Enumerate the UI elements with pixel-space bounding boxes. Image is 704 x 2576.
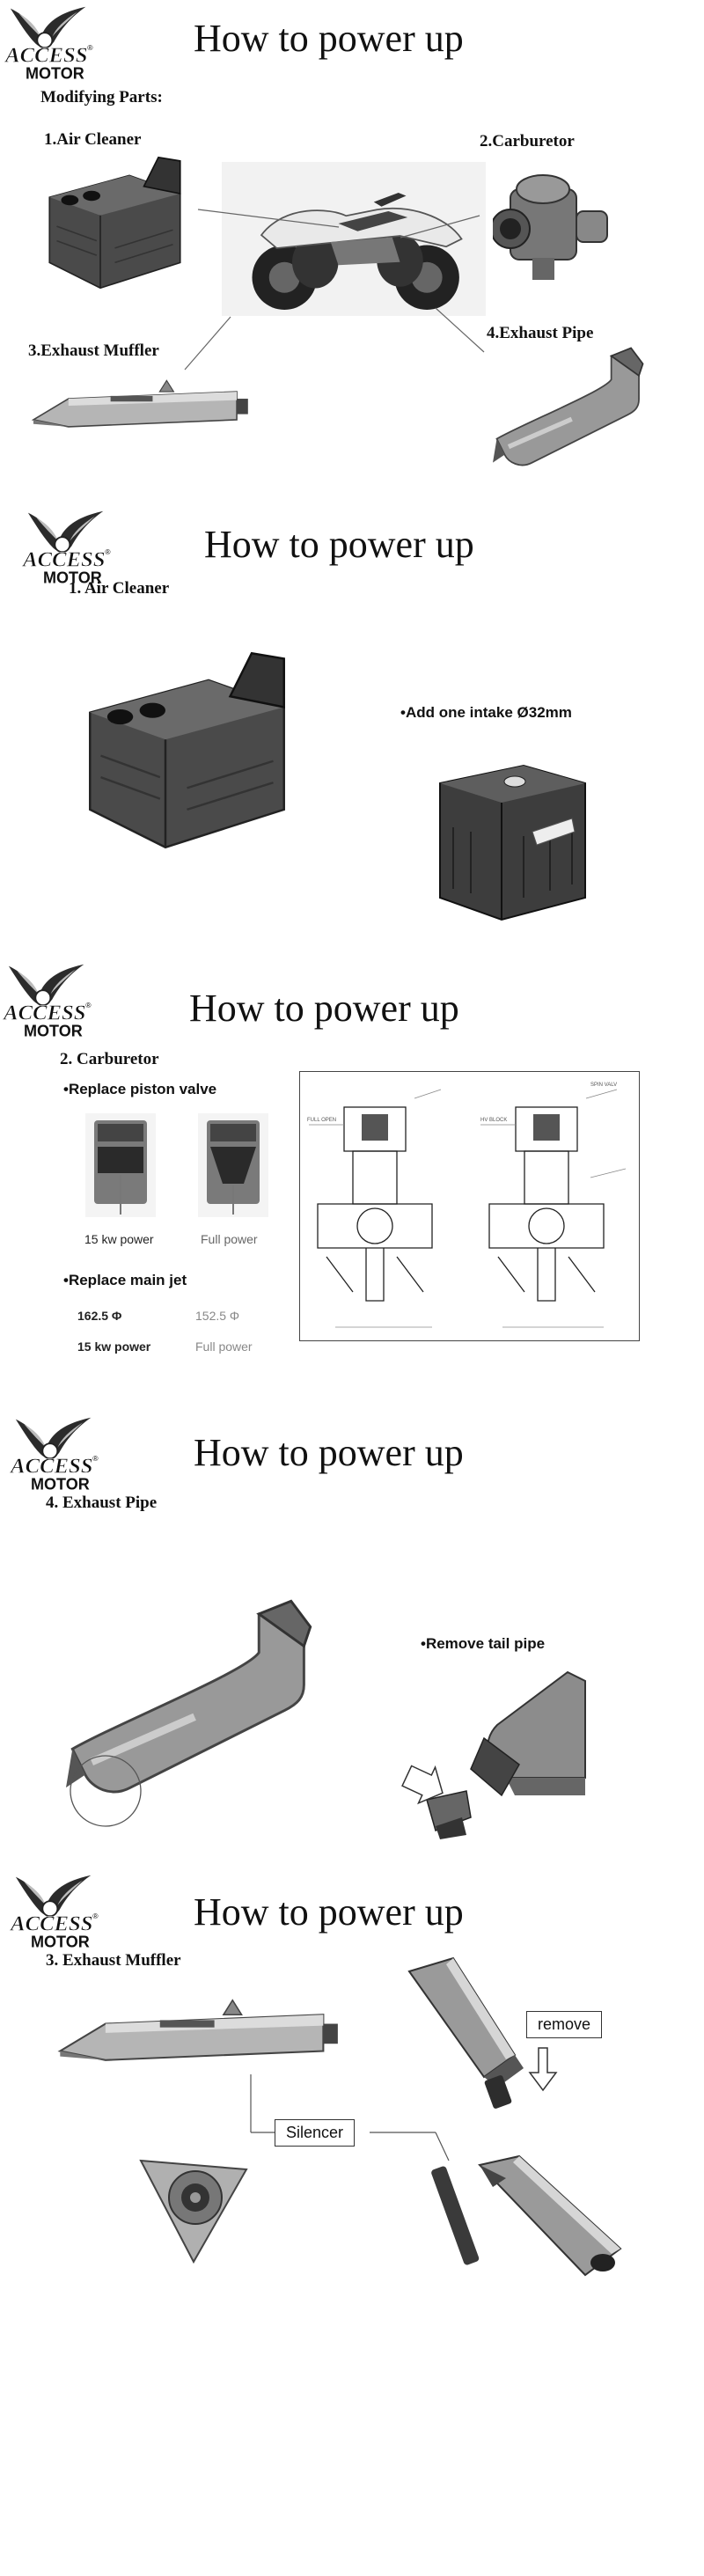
part-label-air-cleaner: 1.Air Cleaner bbox=[44, 130, 142, 149]
page-title: How to power up bbox=[204, 523, 474, 566]
pointer-lines bbox=[184, 209, 485, 371]
remove-label: remove bbox=[526, 2011, 603, 2038]
part-label-exhaust-pipe: 4.Exhaust Pipe bbox=[487, 324, 594, 342]
silencer-pointer-lines bbox=[250, 2074, 450, 2161]
tail-pipe-removal-photo bbox=[400, 1663, 590, 1844]
page-exhaust-muffler: How to power up 3. Exhaust Muffler remov… bbox=[0, 1870, 704, 2576]
page-title: How to power up bbox=[189, 987, 459, 1030]
air-box-intake-photo bbox=[427, 748, 594, 924]
svg-text:SPIN VALV: SPIN VALV bbox=[590, 1083, 617, 1088]
piston-valve-heading: •Replace piston valve bbox=[63, 1081, 217, 1097]
page-air-cleaner: How to power up 1. Air Cleaner •Add one … bbox=[0, 506, 704, 946]
access-motor-logo bbox=[19, 506, 116, 590]
tail-pipe-circle bbox=[70, 1755, 142, 1827]
atv-photo bbox=[222, 162, 486, 316]
section-subtitle: 1. Air Cleaner bbox=[69, 579, 170, 598]
carburetor-diagram: FULL OPEN HV BLOCK SPIN VALV bbox=[299, 1071, 640, 1341]
section-subtitle: 4. Exhaust Pipe bbox=[46, 1493, 158, 1512]
exhaust-muffler-photo bbox=[26, 361, 251, 458]
page-carburetor: How to power up 2. Carburetor •Replace p… bbox=[0, 946, 704, 1413]
main-jet-heading: •Replace main jet bbox=[63, 1272, 187, 1288]
svg-text:HV BLOCK: HV BLOCK bbox=[480, 1118, 507, 1123]
page-exhaust-pipe: How to power up 4. Exhaust Pipe •Remove … bbox=[0, 1413, 704, 1870]
carburetor-photo bbox=[493, 154, 612, 286]
silencer-label: Silencer bbox=[275, 2119, 356, 2147]
section-subtitle: Modifying Parts: bbox=[40, 88, 163, 106]
remove-arrow bbox=[528, 2047, 558, 2092]
page-title: How to power up bbox=[194, 1890, 464, 1934]
page-overview: How to power up Modifying Parts: 1.Air C… bbox=[0, 0, 704, 506]
exhaust-pipe-photo bbox=[493, 339, 647, 480]
access-motor-logo bbox=[0, 959, 97, 1043]
access-motor-logo bbox=[7, 1413, 104, 1496]
muffler-end-cap-photo bbox=[132, 2143, 255, 2266]
piston-valve-full-photo bbox=[198, 1113, 268, 1217]
remove-tail-pipe-note: •Remove tail pipe bbox=[421, 1635, 546, 1652]
piston-label-full: Full power bbox=[201, 1232, 258, 1246]
jet-value-full: 152.5 Φ bbox=[195, 1309, 240, 1323]
piston-label-15kw: 15 kw power bbox=[84, 1232, 154, 1246]
air-cleaner-photo bbox=[79, 647, 295, 854]
muffler-silencer-removed-photo bbox=[471, 2152, 629, 2284]
page-title: How to power up bbox=[194, 17, 464, 60]
section-subtitle: 3. Exhaust Muffler bbox=[46, 1951, 181, 1970]
section-subtitle: 2. Carburetor bbox=[60, 1050, 159, 1068]
part-label-carburetor: 2.Carburetor bbox=[480, 132, 575, 150]
intake-note: •Add one intake Ø32mm bbox=[400, 704, 572, 721]
muffler-remove-photo bbox=[400, 1954, 541, 2112]
piston-valve-15kw-photo bbox=[85, 1113, 156, 1217]
silencer-insert-photo bbox=[431, 2161, 484, 2271]
jet-value-15kw: 162.5 Φ bbox=[77, 1309, 122, 1323]
page-title: How to power up bbox=[194, 1431, 464, 1474]
svg-text:FULL OPEN: FULL OPEN bbox=[307, 1118, 336, 1123]
jet-label-full: Full power bbox=[195, 1339, 253, 1354]
part-label-exhaust-muffler: 3.Exhaust Muffler bbox=[28, 341, 159, 360]
jet-label-15kw: 15 kw power bbox=[77, 1339, 151, 1354]
